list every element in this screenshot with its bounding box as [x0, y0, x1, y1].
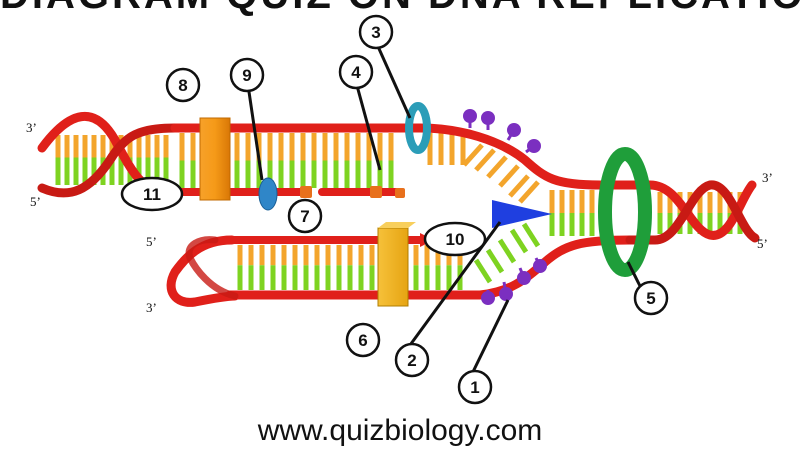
- ssb-protein: [463, 109, 477, 128]
- callout-3: 3: [358, 14, 394, 50]
- exposed-base: [485, 248, 505, 274]
- callout-6: 6: [345, 322, 381, 358]
- left-helix-bottom: [166, 235, 240, 307]
- ssb-protein: [525, 139, 541, 154]
- callout-number: 11: [143, 185, 161, 204]
- ssb-protein: [533, 257, 547, 273]
- primase-triangle: [492, 200, 552, 228]
- exposed-base: [486, 155, 508, 179]
- callout-number: 5: [646, 289, 655, 308]
- rna-primer-1: [300, 186, 312, 198]
- single-strand-binding-proteins-bottom: [481, 257, 547, 305]
- ssb-protein: [517, 267, 531, 285]
- exposed-base: [521, 222, 541, 248]
- callout-5: 5: [633, 280, 669, 316]
- callout-1: 1: [457, 369, 493, 405]
- callout-number: 4: [351, 63, 361, 82]
- callout-number: 9: [242, 66, 251, 85]
- right-parent-helix: [595, 180, 760, 245]
- callout-9: 9: [229, 57, 265, 93]
- callout-number: 2: [407, 351, 416, 370]
- exposed-base: [509, 228, 529, 254]
- helicase-ring: [598, 147, 652, 277]
- topoisomerase-ring: [405, 102, 431, 154]
- ssb-protein: [481, 111, 495, 130]
- strand-end-label-right-3: 3’: [762, 170, 773, 185]
- dna-ligase: [258, 177, 278, 211]
- single-strand-binding-proteins-top: [463, 109, 541, 154]
- lagging-template-backbone: [170, 123, 605, 190]
- strand-end-label-top-left-5: 5’: [30, 194, 41, 209]
- exposed-base: [497, 238, 517, 264]
- callout-number: 6: [358, 331, 367, 350]
- rna-primer-3: [395, 188, 405, 198]
- callout-2: 2: [394, 342, 430, 378]
- strand-end-label-bottom-left-5: 5’: [146, 234, 157, 249]
- exposed-base: [508, 174, 530, 198]
- ssb-protein: [499, 281, 513, 301]
- callout-10: 10: [423, 221, 487, 257]
- callout-number: 7: [300, 207, 309, 226]
- strand-end-label-top-left-3: 3’: [26, 120, 37, 135]
- callout-4: 4: [338, 54, 374, 90]
- exposed-base: [518, 180, 540, 204]
- rna-primer-2: [370, 186, 382, 198]
- website-url: www.quizbiology.com: [257, 414, 543, 447]
- callout-7: 7: [287, 198, 323, 234]
- callout-number: 10: [446, 230, 465, 249]
- ssb-protein: [481, 290, 495, 305]
- polymerase-leading-top-face: [378, 222, 416, 228]
- callout-number: 8: [178, 76, 187, 95]
- callout-number: 3: [371, 23, 380, 42]
- strand-end-label-right-5: 5’: [757, 236, 768, 251]
- callout-11: 11: [120, 176, 184, 212]
- exposed-base: [473, 258, 493, 284]
- callout-number: 1: [470, 378, 479, 397]
- callout-markers: 1 2 3 4 5 6 7 8 9 10 11: [120, 14, 669, 405]
- exposed-base: [498, 164, 520, 188]
- ssb-protein: [506, 123, 521, 141]
- callout-8: 8: [165, 67, 201, 103]
- strand-end-label-bottom-left-3: 3’: [146, 300, 157, 315]
- exposed-base: [474, 148, 496, 172]
- page-title: DIAGRAM QUIZ ON DNA REPLICATION: [0, 0, 800, 18]
- dna-polymerase-lagging: [199, 117, 231, 201]
- dna-polymerase-leading: [377, 227, 409, 307]
- exposed-base: [462, 143, 484, 167]
